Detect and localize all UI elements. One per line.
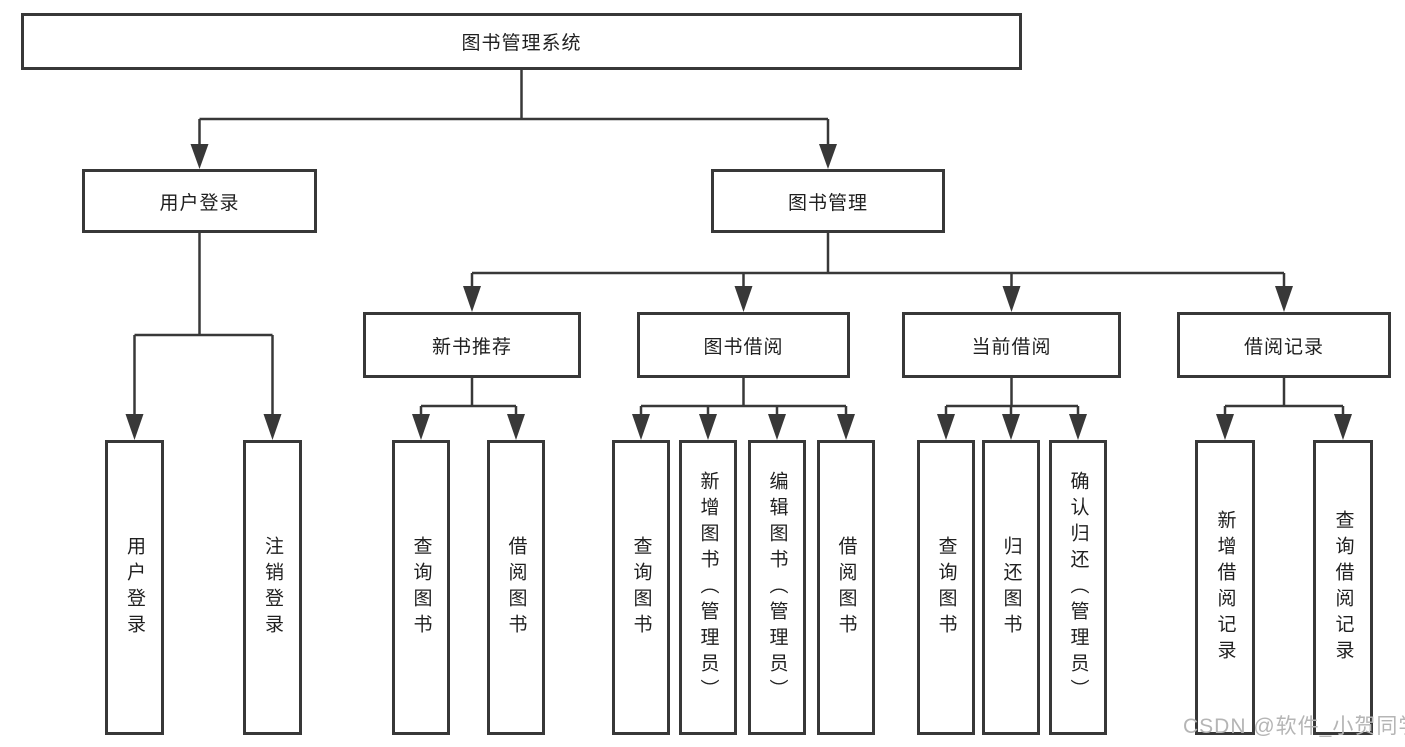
node-leaf-add-book-admin-label: 新增图书（管理员）	[697, 470, 719, 705]
node-book-borrow-label: 图书借阅	[703, 336, 784, 358]
node-borrow-records: 借阅记录	[1177, 312, 1391, 378]
node-book-borrow: 图书借阅	[637, 312, 850, 378]
node-user-login: 用户登录	[82, 169, 317, 233]
node-leaf-query-books-rec: 查询图书	[392, 440, 450, 735]
edge-borrow-records-to-leaves	[1216, 378, 1352, 440]
node-current-borrow: 当前借阅	[902, 312, 1121, 378]
edge-root-to-level2	[190, 70, 837, 169]
node-leaf-add-book-admin: 新增图书（管理员）	[679, 440, 737, 735]
edge-current-borrow-to-leaves	[937, 378, 1087, 440]
edge-book-borrow-to-leaves	[632, 378, 855, 440]
node-leaf-return-books-label: 归还图书	[1000, 535, 1022, 640]
node-leaf-query-borrow-record: 查询借阅记录	[1313, 440, 1373, 735]
node-borrow-records-label: 借阅记录	[1243, 336, 1324, 358]
node-leaf-confirm-return-admin: 确认归还（管理员）	[1049, 440, 1107, 735]
node-leaf-return-books: 归还图书	[982, 440, 1040, 735]
node-leaf-edit-book-admin-label: 编辑图书（管理员）	[766, 470, 788, 705]
node-leaf-add-borrow-record-label: 新增借阅记录	[1214, 509, 1236, 666]
node-user-login-label: 用户登录	[159, 192, 240, 214]
node-leaf-user-login: 用户登录	[105, 440, 164, 735]
node-leaf-query-books-current: 查询图书	[917, 440, 975, 735]
node-leaf-borrow-books-label: 借阅图书	[835, 535, 857, 640]
node-leaf-user-login-label: 用户登录	[124, 535, 145, 640]
node-leaf-query-books-rec-label: 查询图书	[410, 535, 432, 640]
edge-user-login-to-leaves	[125, 233, 282, 440]
node-leaf-borrow-books-rec-label: 借阅图书	[505, 535, 527, 640]
node-leaf-confirm-return-admin-label: 确认归还（管理员）	[1067, 470, 1089, 705]
edge-book-mgmt-to-level3	[463, 233, 1293, 312]
node-new-book-rec: 新书推荐	[363, 312, 581, 378]
node-leaf-query-books-borrow: 查询图书	[612, 440, 670, 735]
node-book-mgmt-label: 图书管理	[787, 192, 868, 214]
node-leaf-edit-book-admin: 编辑图书（管理员）	[748, 440, 806, 735]
csdn-watermark: CSDN @软件_小贺同学	[1183, 715, 1405, 738]
edge-new-book-rec-to-leaves	[412, 378, 525, 440]
node-leaf-borrow-books: 借阅图书	[817, 440, 875, 735]
node-leaf-logout-label: 注销登录	[262, 535, 283, 640]
node-leaf-borrow-books-rec: 借阅图书	[487, 440, 545, 735]
node-leaf-query-books-current-label: 查询图书	[935, 535, 957, 640]
node-system-root-label: 图书管理系统	[461, 33, 582, 54]
node-current-borrow-label: 当前借阅	[971, 336, 1052, 358]
node-new-book-rec-label: 新书推荐	[431, 336, 512, 358]
node-leaf-query-borrow-record-label: 查询借阅记录	[1332, 509, 1354, 666]
node-leaf-query-books-borrow-label: 查询图书	[630, 535, 652, 640]
node-leaf-add-borrow-record: 新增借阅记录	[1195, 440, 1255, 735]
node-system-root: 图书管理系统	[21, 13, 1022, 70]
node-leaf-logout: 注销登录	[243, 440, 302, 735]
node-book-mgmt: 图书管理	[711, 169, 945, 233]
